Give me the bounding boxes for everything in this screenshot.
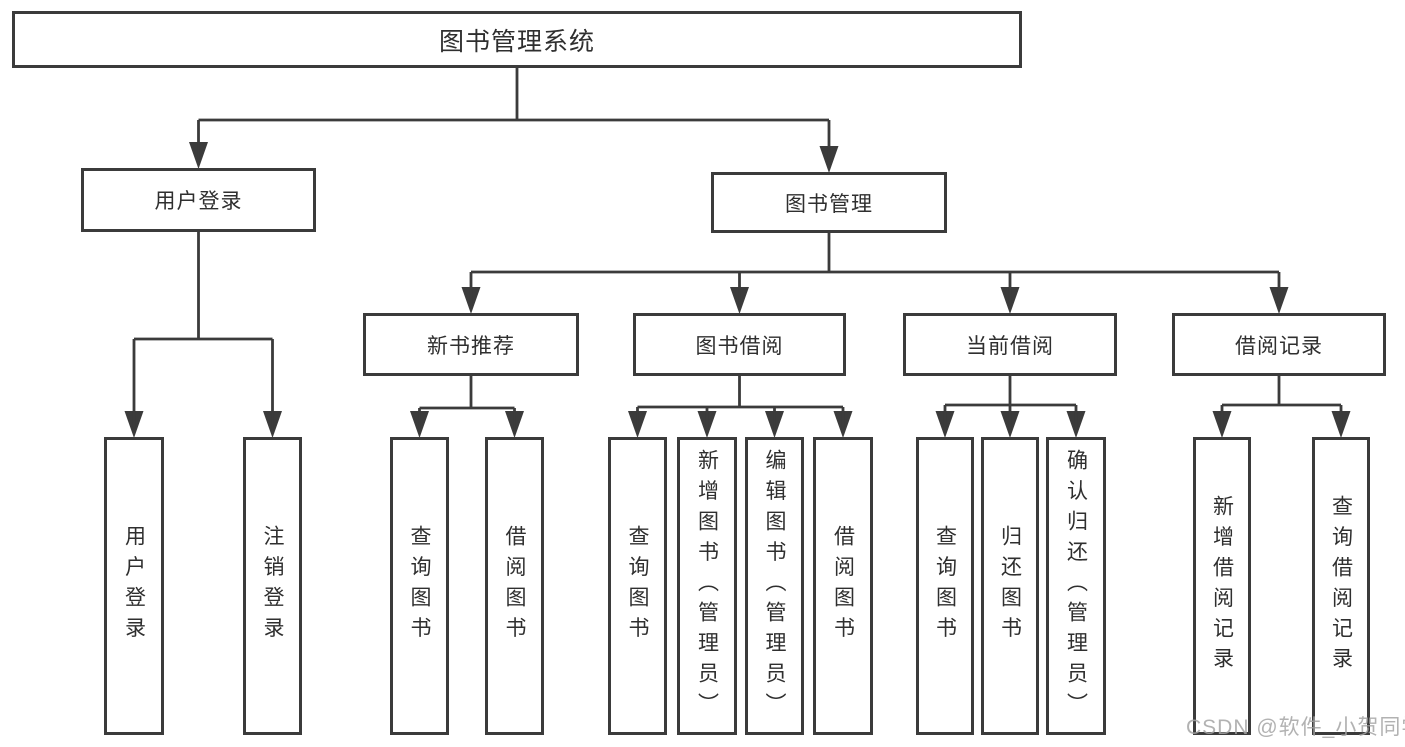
node-book-mgmt-label: 图书管理 [785, 192, 873, 216]
node-new-book-rec-label: 新书推荐 [427, 334, 515, 358]
edge-group-new-book-rec [418, 376, 516, 433]
node-add-books-admin: 新增图书（管理员） [677, 437, 737, 735]
node-edit-books-admin-label: 编辑图书（管理员） [763, 448, 786, 724]
node-book-borrow-label: 图书借阅 [695, 334, 784, 358]
node-edit-books-admin: 编辑图书（管理员） [745, 437, 804, 735]
edge-group-book-mgmt [469, 233, 1281, 309]
node-root: 图书管理系统 [12, 11, 1022, 68]
watermark: CSDN @软件_小贺同学 [1186, 716, 1405, 739]
node-return-books: 归还图书 [981, 437, 1039, 735]
edge-group-borrow-records [1220, 376, 1343, 433]
node-book-mgmt: 图书管理 [711, 172, 947, 233]
node-query-books-3: 查询图书 [916, 437, 974, 735]
node-logout-leaf-label: 注销登录 [261, 525, 284, 647]
node-query-books-2-label: 查询图书 [626, 525, 649, 647]
node-root-label: 图书管理系统 [438, 27, 595, 56]
node-borrow-books-1: 借阅图书 [485, 437, 544, 735]
node-user-login-leaf: 用户登录 [104, 437, 164, 735]
node-query-books-2: 查询图书 [608, 437, 667, 735]
node-new-book-rec: 新书推荐 [363, 313, 579, 376]
node-book-borrow: 图书借阅 [633, 313, 846, 376]
node-user-login: 用户登录 [81, 168, 316, 232]
edge-group-root [197, 68, 831, 168]
node-add-borrow-record-label: 新增借阅记录 [1210, 494, 1234, 678]
node-query-borrow-record: 查询借阅记录 [1312, 437, 1370, 735]
node-borrow-records: 借阅记录 [1172, 313, 1386, 376]
node-query-books-1: 查询图书 [390, 437, 449, 735]
node-user-login-label: 用户登录 [154, 190, 243, 213]
node-borrow-records-label: 借阅记录 [1235, 334, 1323, 358]
node-add-books-admin-label: 新增图书（管理员） [695, 448, 719, 724]
node-confirm-return-admin-label: 确认归还（管理员） [1064, 448, 1088, 724]
node-query-books-3-label: 查询图书 [933, 525, 957, 647]
node-logout-leaf: 注销登录 [243, 437, 302, 735]
node-add-borrow-record: 新增借阅记录 [1193, 437, 1251, 735]
edge-group-user-login [132, 232, 274, 433]
node-user-login-leaf-label: 用户登录 [122, 525, 146, 647]
node-return-books-label: 归还图书 [998, 525, 1022, 647]
edge-group-book-borrow [636, 376, 845, 433]
node-query-borrow-record-label: 查询借阅记录 [1329, 494, 1353, 678]
edge-group-current-borrow [943, 376, 1078, 433]
node-borrow-books-2-label: 借阅图书 [831, 525, 855, 647]
node-borrow-books-1-label: 借阅图书 [503, 525, 526, 647]
node-current-borrow-label: 当前借阅 [966, 334, 1054, 358]
node-query-books-1-label: 查询图书 [408, 525, 431, 647]
node-current-borrow: 当前借阅 [903, 313, 1117, 376]
node-confirm-return-admin: 确认归还（管理员） [1046, 437, 1106, 735]
node-borrow-books-2: 借阅图书 [813, 437, 873, 735]
